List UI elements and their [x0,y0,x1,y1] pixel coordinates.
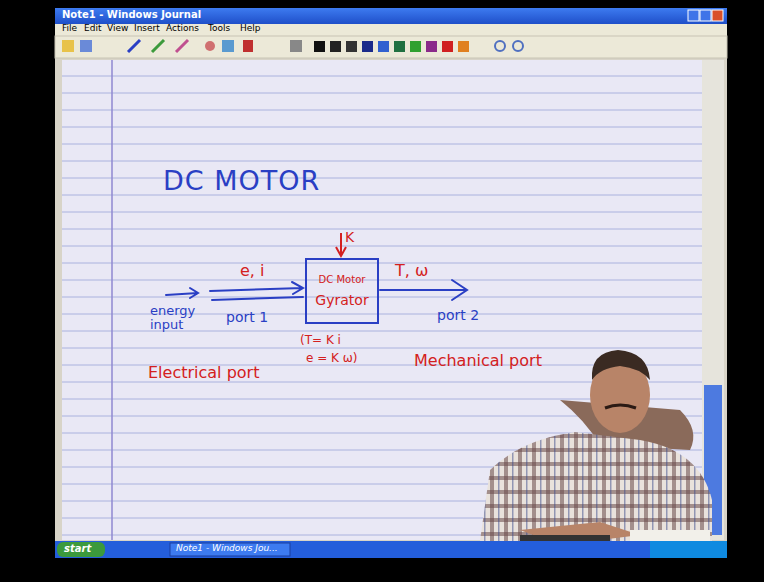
ruled-line [62,161,702,162]
title-bar [55,8,727,24]
input-arrow [212,297,303,300]
energy-note: energy input [150,304,205,333]
color-swatch [458,41,469,52]
port-label: port 1 [226,310,268,325]
port-label: port 2 [437,308,479,323]
ruled-line [62,144,702,145]
ruled-line [62,195,702,196]
port-variables: T, ω [395,262,428,280]
checked-shirt [478,432,712,555]
menu-item: Tools [208,24,230,34]
ruled-line [62,178,702,179]
color-swatch [394,41,405,52]
toolbar-icon [205,41,215,51]
menu-item: Insert [134,24,160,34]
task-button [170,543,290,556]
taskbar [55,541,727,558]
ruled-line [62,297,702,298]
color-swatch [362,41,373,52]
menu-item: Edit [84,24,101,34]
scrollbar [702,60,724,540]
notes-paper [630,530,710,542]
ruled-line [62,110,702,111]
menu-item: Help [240,24,261,34]
ruled-line [62,263,702,264]
toolbar-icon [62,40,74,52]
input-arrow [210,282,303,294]
window-title: Note1 - Windows Journal [62,9,201,20]
window-button [700,10,711,21]
ruled-line [62,348,702,349]
ruled-line [62,212,702,213]
window-button [688,10,699,21]
pen-icon [128,40,140,52]
hair [592,350,650,380]
energy-arrow [166,288,198,298]
zoom-icon [495,41,505,51]
color-swatch [346,41,357,52]
tray [650,541,727,558]
toolbar-icons [62,40,523,52]
ruled-line [62,127,702,128]
ruled-line [62,93,702,94]
menu-item: File [62,24,77,34]
constant-label: K [345,230,354,245]
ruled-line [62,280,702,281]
color-swatch [426,41,437,52]
color-swatch [410,41,421,52]
color-swatch [314,41,325,52]
moustache [605,405,636,408]
color-swatch [330,41,341,52]
color-swatch [442,41,453,52]
port-variables: e, i [240,262,264,280]
toolbar-icon [290,40,302,52]
lecturer-figure [478,350,712,555]
menu-item: Actions [166,24,199,34]
start-button [57,542,105,557]
output-arrow [380,280,467,300]
diagram-title: DC MOTOR [163,166,320,196]
port-name: Electrical port [148,364,259,382]
color-swatch [378,41,389,52]
toolbar-icon [80,40,92,52]
constant-arrow [336,233,346,256]
menu-item: View [107,24,128,34]
pen-icon [152,40,164,52]
close-button [712,10,723,21]
toolbar-icon [243,40,253,52]
ruled-line [62,229,702,230]
eraser-icon [176,40,188,52]
equation: e = K ω) [306,352,357,365]
zoom-icon [513,41,523,51]
box-label: Gyrator [315,292,368,308]
equation: (T= K i [300,334,341,347]
menu-bar [55,24,727,36]
task-label: Note1 - Windows Jou... [176,544,278,554]
margin-line [111,60,113,540]
port-name: Mechanical port [414,352,542,370]
toolbar [55,36,727,58]
toolbar-icon [222,40,234,52]
box-heading: DC Motor [319,274,366,286]
ruled-line [62,246,702,247]
gyrator-box: DC MotorGyrator [305,258,379,324]
ruled-line [62,76,702,77]
start-label: start [64,543,91,554]
